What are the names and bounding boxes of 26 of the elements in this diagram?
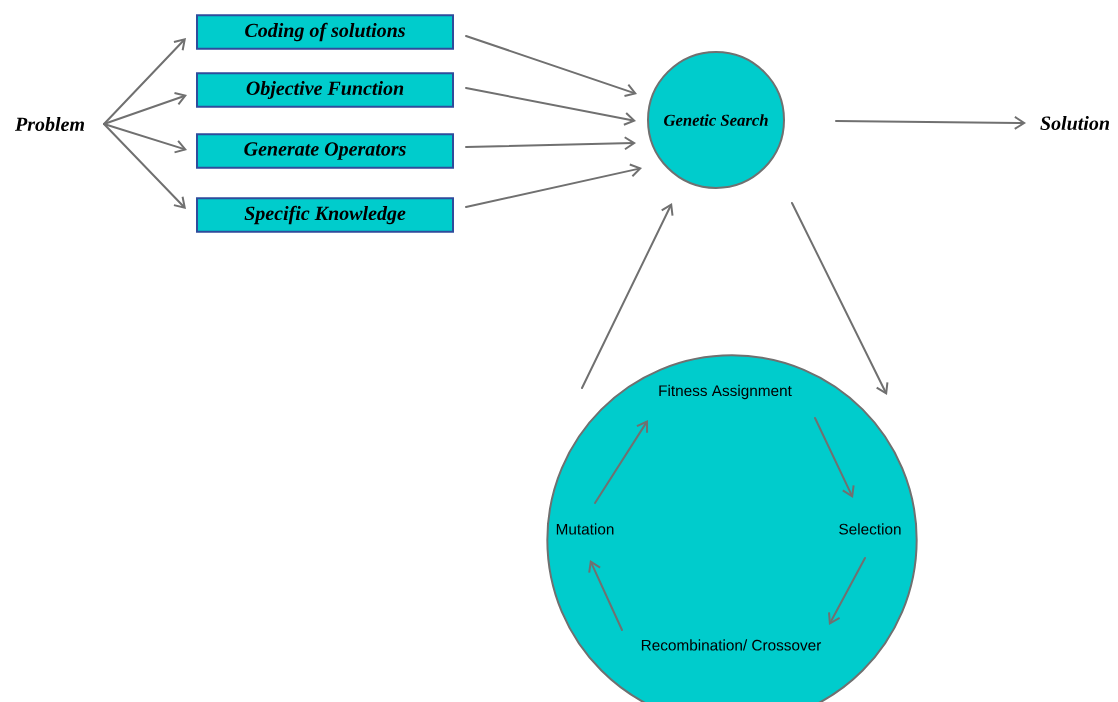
arrow [103, 123, 186, 209]
step-label: Mutation [556, 523, 614, 535]
term-label: Solution [1040, 115, 1110, 131]
arrow [594, 420, 649, 504]
arrow [465, 87, 636, 126]
step-label: Fitness Assignment [659, 384, 792, 400]
arrow [465, 136, 636, 151]
arrow [465, 35, 637, 98]
term-label: Problem [15, 116, 85, 132]
arrow [581, 203, 674, 389]
input-box: Specific Knowledge [196, 197, 454, 233]
step-label: Recombination/ Crossover [641, 639, 822, 651]
arrow [791, 202, 889, 395]
arrow [103, 123, 187, 154]
input-box: Coding of solutions [196, 14, 454, 50]
cycle-circle [546, 354, 918, 702]
arrow [814, 417, 855, 498]
input-box: Generate Operators [196, 133, 454, 169]
arrow [828, 557, 866, 625]
arrow [103, 38, 186, 125]
arrow [588, 560, 623, 631]
arrow [835, 115, 1026, 130]
step-label: Selection [839, 523, 901, 535]
arrow [103, 92, 187, 125]
input-box: Objective Function [196, 72, 454, 108]
arrow [465, 163, 642, 208]
